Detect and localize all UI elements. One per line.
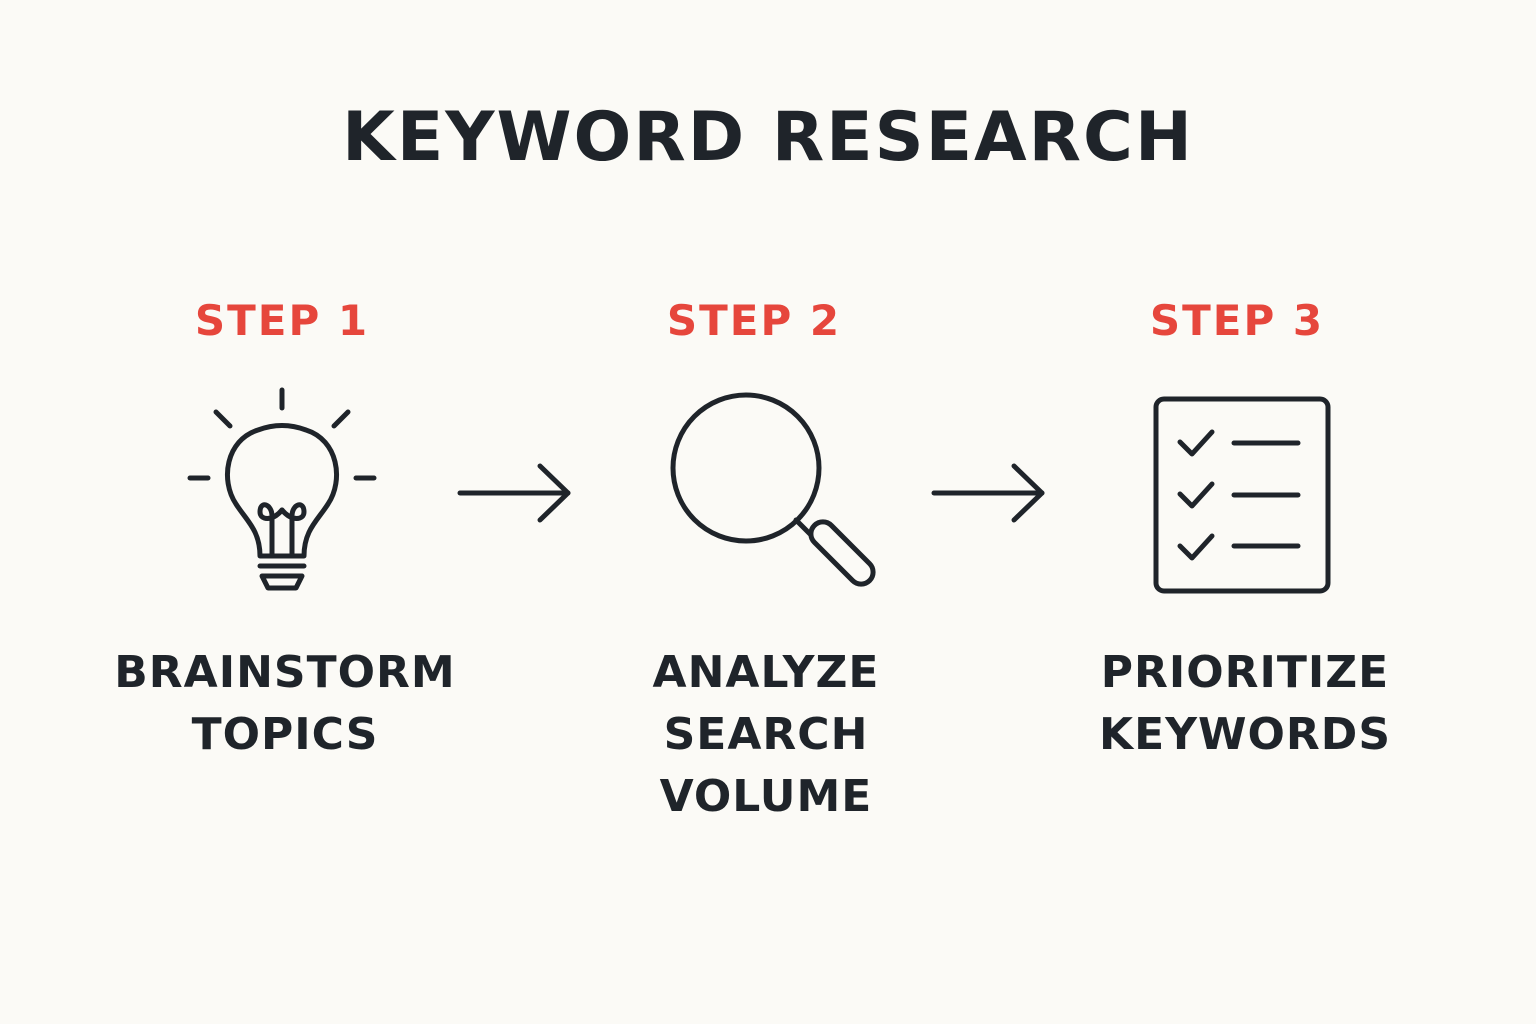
step-3-label: STEP 3 — [1149, 296, 1325, 345]
step-1-label: STEP 1 — [194, 296, 370, 345]
step-3-line-2: KEYWORDS — [1098, 709, 1392, 760]
diagram-title: KEYWORD RESEARCH — [342, 98, 1194, 177]
step-2-label: STEP 2 — [666, 296, 842, 345]
step-1-description: BRAINSTORM TOPICS — [95, 642, 475, 766]
step-3-line-1: PRIORITIZE — [1100, 647, 1390, 698]
lightbulb-icon — [187, 387, 377, 591]
step-1-line-2: TOPICS — [191, 709, 379, 760]
magnifying-glass-icon — [670, 392, 876, 587]
step-3-description: PRIORITIZE KEYWORDS — [1055, 642, 1435, 766]
step-1-line-1: BRAINSTORM — [114, 647, 456, 698]
arrow-right-icon — [931, 463, 1045, 523]
step-2-line-2: SEARCH — [663, 709, 869, 760]
checklist-icon — [1153, 396, 1331, 594]
step-2-description: ANALYZE SEARCH VOLUME — [576, 642, 956, 828]
arrow-right-icon — [457, 463, 571, 523]
step-2-line-3: VOLUME — [659, 771, 873, 822]
step-2-line-1: ANALYZE — [652, 647, 880, 698]
